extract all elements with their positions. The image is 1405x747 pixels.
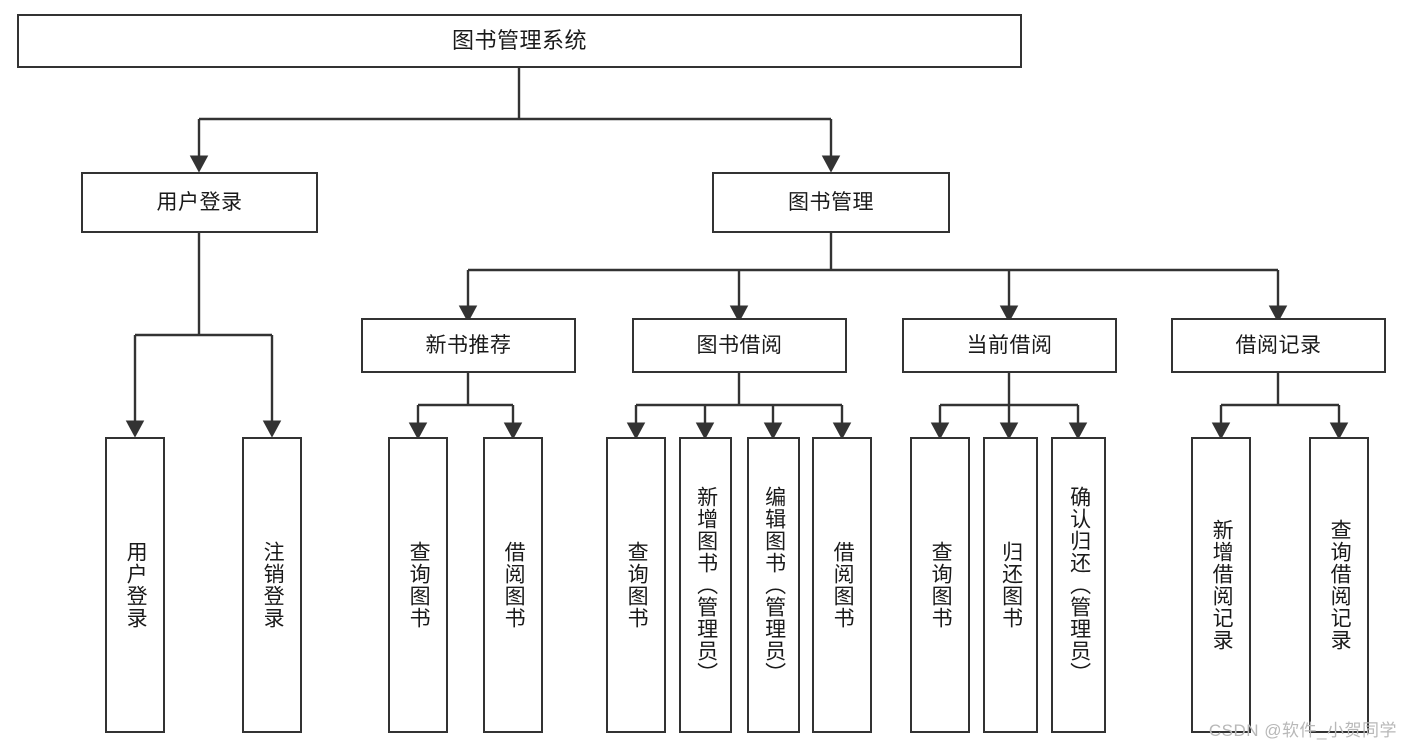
node-user-login-label: 用户登录 [156, 190, 243, 214]
node-root-label: 图书管理系统 [451, 27, 587, 53]
node-leaf-add-book-admin-label: 新增图书（管理员） [694, 486, 718, 684]
node-leaf-edit-book-admin-label: 编辑图书（管理员） [762, 486, 786, 684]
node-leaf-edit-book-admin[interactable]: 编辑图书（管理员） [747, 437, 800, 733]
node-book-borrow-label: 图书借阅 [696, 333, 783, 357]
node-leaf-user-login-label: 用户登录 [124, 541, 148, 629]
node-leaf-borrow-book[interactable]: 借阅图书 [812, 437, 872, 733]
node-book-management[interactable]: 图书管理 [712, 172, 950, 233]
node-user-login[interactable]: 用户登录 [81, 172, 318, 233]
node-leaf-query-book-current[interactable]: 查询图书 [910, 437, 970, 733]
node-leaf-user-login[interactable]: 用户登录 [105, 437, 165, 733]
node-leaf-return-book[interactable]: 归还图书 [983, 437, 1038, 733]
node-leaf-query-book-recommend-label: 查询图书 [407, 541, 431, 629]
node-book-management-label: 图书管理 [788, 190, 874, 214]
node-leaf-query-book-borrow[interactable]: 查询图书 [606, 437, 666, 733]
node-leaf-confirm-return-admin[interactable]: 确认归还（管理员） [1051, 437, 1106, 733]
node-leaf-query-book-borrow-label: 查询图书 [625, 541, 649, 629]
node-leaf-query-borrow-record[interactable]: 查询借阅记录 [1309, 437, 1369, 733]
node-leaf-borrow-book-label: 借阅图书 [831, 541, 855, 629]
node-leaf-borrow-book-recommend[interactable]: 借阅图书 [483, 437, 543, 733]
node-leaf-add-borrow-record-label: 新增借阅记录 [1210, 519, 1234, 651]
node-leaf-borrow-book-recommend-label: 借阅图书 [502, 541, 526, 629]
node-leaf-logout-label: 注销登录 [261, 541, 285, 629]
node-borrow-record-label: 借阅记录 [1235, 333, 1322, 357]
node-leaf-query-book-recommend[interactable]: 查询图书 [388, 437, 448, 733]
csdn-watermark: CSDN @软件_小贺同学 [1208, 721, 1397, 740]
node-leaf-confirm-return-admin-label: 确认归还（管理员） [1067, 486, 1091, 684]
node-current-borrow[interactable]: 当前借阅 [902, 318, 1117, 373]
node-leaf-query-borrow-record-label: 查询借阅记录 [1328, 519, 1352, 651]
node-new-book-recommend[interactable]: 新书推荐 [361, 318, 576, 373]
node-leaf-return-book-label: 归还图书 [999, 541, 1023, 629]
node-borrow-record[interactable]: 借阅记录 [1171, 318, 1386, 373]
node-current-borrow-label: 当前借阅 [966, 333, 1053, 357]
node-leaf-query-book-current-label: 查询图书 [929, 541, 953, 629]
node-root-book-management-system[interactable]: 图书管理系统 [17, 14, 1022, 68]
node-leaf-add-book-admin[interactable]: 新增图书（管理员） [679, 437, 732, 733]
node-book-borrow[interactable]: 图书借阅 [632, 318, 847, 373]
node-leaf-add-borrow-record[interactable]: 新增借阅记录 [1191, 437, 1251, 733]
node-new-book-recommend-label: 新书推荐 [425, 333, 512, 357]
node-leaf-logout[interactable]: 注销登录 [242, 437, 302, 733]
